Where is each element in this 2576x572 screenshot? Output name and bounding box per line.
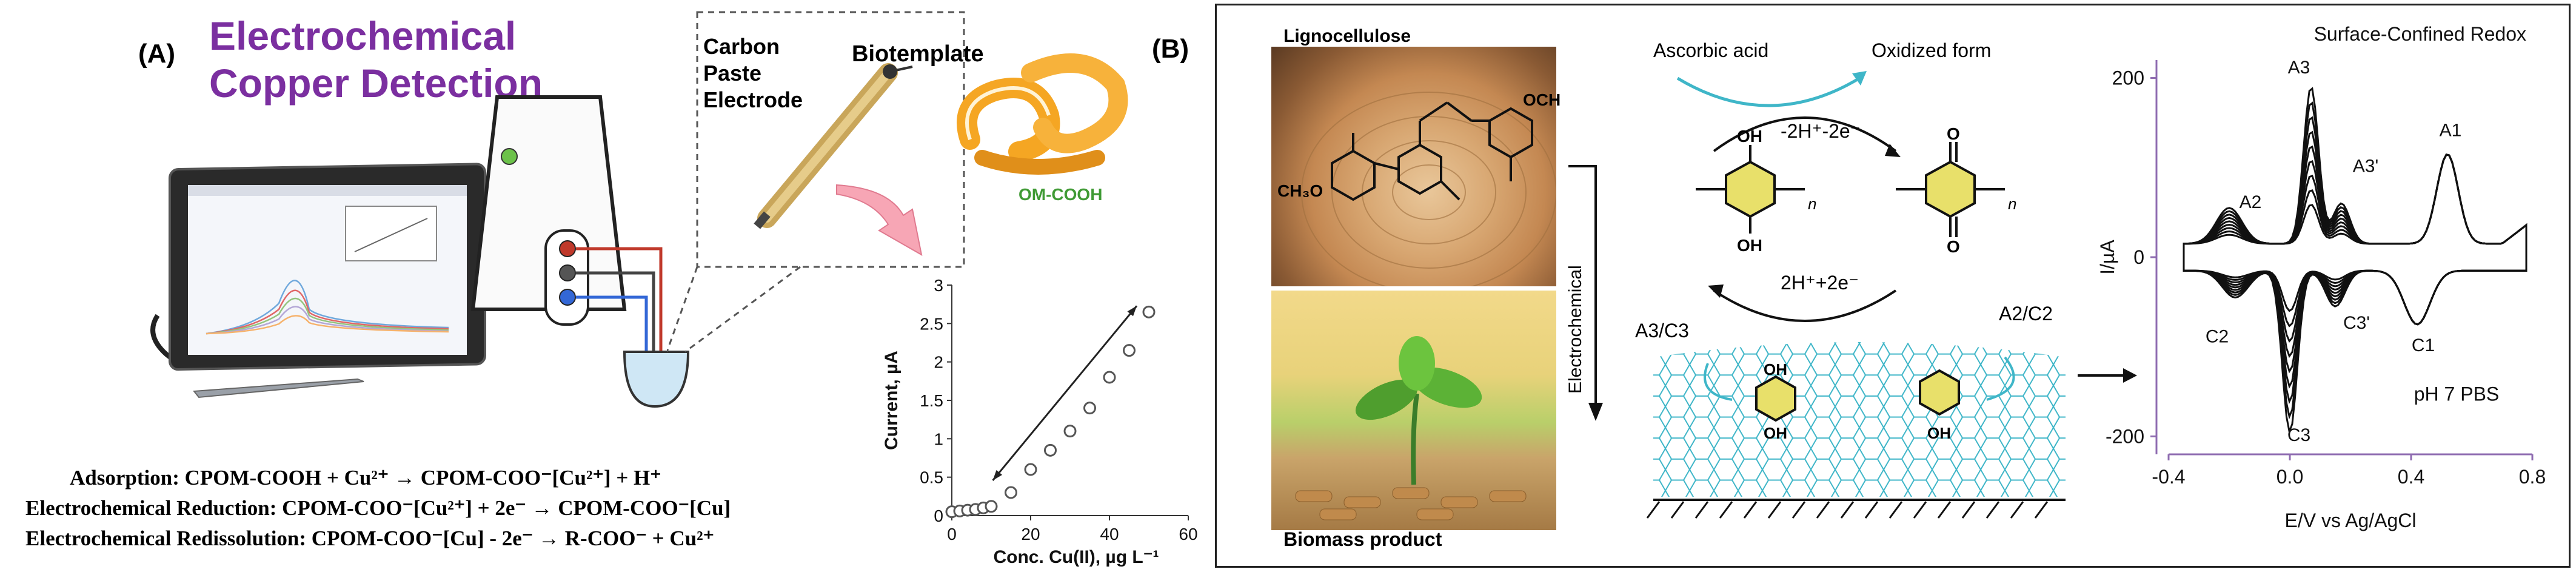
biomass-product-label: Biomass product [1283, 528, 1442, 550]
hq-n-subscript: n [1808, 195, 1817, 213]
q-o-top: O [1947, 124, 1960, 143]
y-axis-label: I/µA [2096, 240, 2118, 275]
reduction-step-label: 2H⁺+2e⁻ [1781, 272, 1859, 294]
peak-label: C3 [2287, 425, 2310, 445]
oxidation-step-label: -2H⁺-2e⁻ [1781, 120, 1861, 142]
carbon-paste-electrode [754, 63, 913, 229]
panel-label-a: (A) [138, 39, 176, 69]
data-point [1044, 443, 1057, 457]
trend-arrow [992, 305, 1138, 481]
title-line-1: Electrochemical [209, 13, 517, 58]
x-tick-label: 0 [947, 525, 957, 543]
electrode-label-line-3: Electrode [703, 87, 803, 112]
ph-annotation: pH 7 PBS [2414, 383, 2500, 405]
equation-adsorption: Adsorption: CPOM-COOH + Cu²⁺ → CPOM-COO⁻… [70, 466, 661, 490]
ch3o-label: CH₃O [1277, 181, 1323, 200]
electrode-label: Carbon Paste Electrode [703, 33, 803, 113]
potentiostat-illustration [470, 95, 690, 408]
arrow-to-cv [2078, 368, 2137, 383]
x-tick-label: 40 [1100, 525, 1119, 543]
q-n-subscript: n [2008, 195, 2017, 213]
electrochemical-arrow [1568, 165, 1603, 421]
data-point [1103, 371, 1116, 384]
equation-redissolution: Electrochemical Redissolution: CPOM-COO⁻… [25, 527, 715, 550]
cv-cycle [2183, 145, 2527, 374]
peak-label: C1 [2412, 335, 2435, 355]
y-tick-label: 2.5 [920, 314, 943, 333]
y-axis-label: Current, µA [882, 351, 902, 450]
a3c3-label: A3/C3 [1635, 320, 1689, 342]
wood-rings [1301, 92, 1556, 286]
lignocellulose-image [1271, 47, 1556, 286]
y-tick-label: 1 [934, 429, 943, 448]
peak-label: C3' [2343, 313, 2370, 333]
x-tick-label: -0.4 [2152, 466, 2185, 488]
om-cooh-label: OM-COOH [1019, 185, 1103, 204]
cv-cycle [2183, 87, 2527, 435]
orange-peel-image [957, 53, 1128, 175]
data-point [1083, 402, 1096, 415]
sprout-illustration [1295, 336, 1527, 520]
carbon-nanotube-network [1646, 342, 2066, 519]
y-tick-label: 0 [2133, 246, 2144, 268]
hq-oh-top: OH [1737, 127, 1762, 146]
peak-label: A3 [2288, 58, 2310, 78]
title-line-2: Copper Detection [209, 61, 543, 106]
y-tick-label: 3 [934, 276, 943, 295]
redox-scheme [1676, 71, 2005, 322]
data-point [1063, 425, 1077, 438]
a2c2-label: A2/C2 [1999, 303, 2053, 325]
data-point [1123, 344, 1136, 357]
panel-label-b: (B) [1152, 34, 1189, 64]
x-tick-label: 0.0 [2277, 466, 2303, 488]
trend-arrow-head [1127, 306, 1137, 317]
y-tick-label: 0 [934, 506, 943, 525]
left-panel: (A) (B) Electrochemical Copper Detection [0, 0, 1206, 572]
data-point [1005, 486, 1017, 499]
q-o-bottom: O [1947, 237, 1960, 256]
data-point [1142, 305, 1156, 318]
trend-arrow-head [992, 470, 1003, 480]
peak-label: C2 [2206, 326, 2229, 346]
electrode-label-line-1: Carbon [703, 34, 780, 59]
peak-label: A2 [2240, 192, 2262, 212]
lignocellulose-label: Lignocellulose [1283, 26, 1411, 46]
cv-cycle [2183, 101, 2527, 420]
x-tick-label: 0.8 [2519, 466, 2546, 488]
chart-title: Surface-Confined Redox [2314, 23, 2526, 45]
x-tick-label: 0.4 [2398, 466, 2424, 488]
biotemplate-label: Biotemplate [852, 41, 984, 67]
cnt-oh-3: OH [1927, 424, 1951, 442]
y-tick-label: 2 [934, 353, 943, 372]
x-tick-label: 20 [1021, 525, 1040, 543]
data-point [985, 500, 998, 513]
peak-label: A1 [2440, 121, 2462, 141]
stylus-illustration [193, 378, 364, 399]
y-tick-label: 1.5 [920, 391, 943, 410]
oxidized-form-label: Oxidized form [1872, 39, 1992, 61]
y-tick-label: 0.5 [920, 468, 943, 487]
cnt-oh-2: OH [1764, 424, 1787, 442]
y-tick-label: 200 [2112, 67, 2144, 89]
title: Electrochemical Copper Detection [209, 12, 543, 107]
cnt-oh-1: OH [1764, 360, 1787, 379]
peak-label: A3' [2353, 156, 2378, 177]
y-tick-label: -200 [2106, 425, 2144, 447]
x-axis-label: E/V vs Ag/AgCl [2285, 510, 2417, 531]
tablet-illustration [150, 163, 492, 371]
x-axis-label: Conc. Cu(II), µg L⁻¹ [993, 547, 1159, 567]
hq-oh-bottom: OH [1737, 236, 1762, 255]
ascorbic-acid-label: Ascorbic acid [1653, 39, 1769, 61]
electrode-label-line-2: Paste [703, 61, 762, 86]
x-tick-label: 60 [1179, 525, 1197, 543]
och-label: OCH [1523, 90, 1561, 109]
pink-arrow [836, 184, 923, 256]
biomass-image [1271, 291, 1556, 530]
right-panel: Lignocellulose OCH CH₃O [1215, 4, 2571, 568]
equation-reduction: Electrochemical Reduction: CPOM-COO⁻[Cu²… [25, 496, 731, 520]
lignin-structure [1331, 101, 1533, 201]
data-point [1024, 463, 1037, 476]
